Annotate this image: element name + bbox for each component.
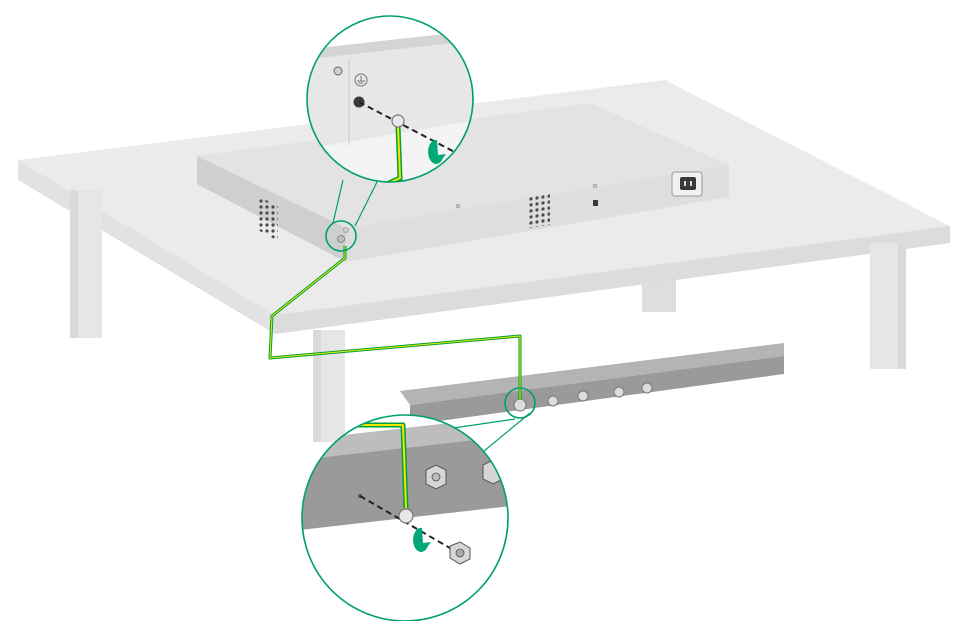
- rear-vent: [528, 192, 550, 229]
- ground-bar-highlight: [504, 387, 536, 419]
- ground-symbol-icon: [354, 73, 368, 87]
- ring-terminal: [398, 508, 414, 524]
- grounding-bar: [400, 343, 784, 425]
- clockwise-rotation-arrow-icon: [413, 527, 431, 552]
- device-top-panel: [197, 103, 729, 228]
- network-device: [197, 103, 729, 262]
- device-ground-highlight: [325, 220, 357, 252]
- device-ground-callout: [306, 15, 474, 183]
- grounding-cable: [268, 246, 522, 400]
- ground-bar-top: [400, 343, 784, 405]
- ground-bar-studs: [513, 382, 653, 412]
- ground-bar-callout: [301, 414, 509, 621]
- ring-terminal: [391, 114, 405, 128]
- clockwise-rotation-arrow-icon: [428, 139, 446, 164]
- power-socket-icon: [671, 171, 703, 197]
- nut-icon: [449, 541, 471, 565]
- side-vent: [258, 196, 278, 241]
- callout-connectors: [332, 179, 531, 457]
- device-ground-point-icon: [337, 227, 349, 243]
- rear-slot: [593, 200, 598, 206]
- ground-bar-front: [410, 356, 784, 425]
- table-front-edge: [275, 226, 950, 334]
- ground-bar-stud: [425, 459, 504, 490]
